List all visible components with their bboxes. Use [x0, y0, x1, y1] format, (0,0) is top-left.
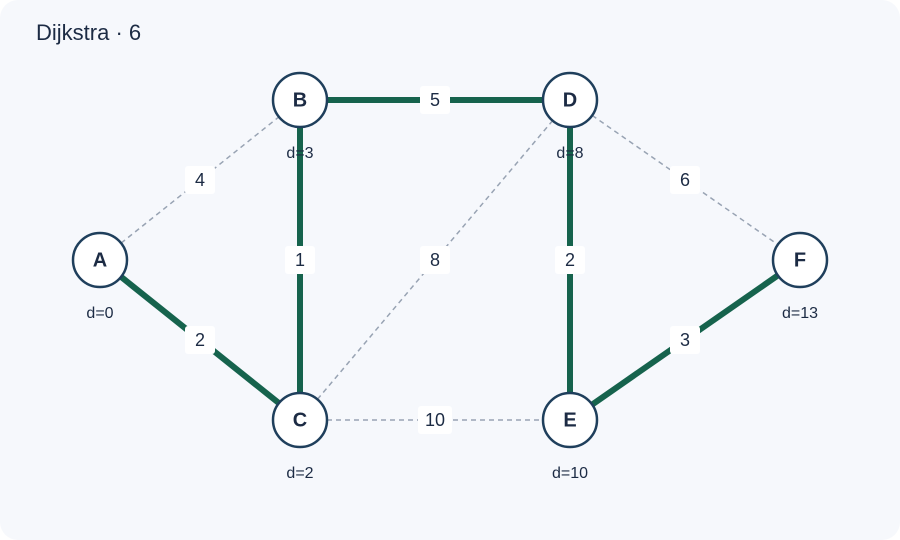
- node-circle: [271, 391, 329, 449]
- node-B: Bd=3: [271, 71, 329, 162]
- node-F: Fd=13: [771, 231, 829, 322]
- edge-weight-label-A-C: 2: [185, 326, 215, 354]
- node-label: B: [293, 89, 307, 111]
- edge-weight-box: [185, 326, 215, 354]
- edge-weight-text: 10: [425, 410, 445, 430]
- edge-weight-box: [670, 326, 700, 354]
- node-A: Ad=0: [71, 231, 129, 322]
- edge-weight-box: [555, 246, 585, 274]
- diagram-title: Dijkstra · 6: [36, 20, 142, 45]
- node-circle: [271, 71, 329, 129]
- node-label: E: [563, 409, 576, 431]
- node-label: A: [93, 249, 107, 271]
- edge-weight-label-D-F: 6: [670, 166, 700, 194]
- edge-weight-text: 6: [680, 170, 690, 190]
- edge-weight-label-A-B: 4: [185, 166, 215, 194]
- edge-weight-box: [420, 246, 450, 274]
- edge-weight-box: [185, 166, 215, 194]
- edge-weight-box: [670, 166, 700, 194]
- edge-labels-layer: 4 2 1 5 8 10 2 6 3: [185, 86, 700, 434]
- node-distance-label: d=0: [86, 305, 113, 322]
- node-label: F: [794, 249, 806, 271]
- edge-weight-label-B-D: 5: [420, 86, 450, 114]
- node-E: Ed=10: [541, 391, 599, 482]
- edge-weight-label-C-E: 10: [418, 406, 452, 434]
- edge-weight-box: [285, 246, 315, 274]
- node-C: Cd=2: [271, 391, 329, 482]
- edge-weight-label-E-F: 3: [670, 326, 700, 354]
- edge-weight-box: [420, 86, 450, 114]
- edge-weight-box: [418, 406, 452, 434]
- node-label: C: [293, 409, 307, 431]
- node-circle: [771, 231, 829, 289]
- node-distance-label: d=8: [556, 145, 583, 162]
- node-circle: [71, 231, 129, 289]
- edge-D-F: [569, 99, 801, 261]
- edge-weight-text: 2: [195, 330, 205, 350]
- node-distance-label: d=10: [552, 465, 588, 482]
- edge-weight-text: 2: [565, 250, 575, 270]
- node-distance-label: d=3: [286, 145, 313, 162]
- edge-weight-text: 4: [195, 170, 205, 190]
- node-circle: [541, 391, 599, 449]
- edge-weight-text: 8: [430, 250, 440, 270]
- edge-weight-text: 5: [430, 90, 440, 110]
- node-distance-label: d=13: [782, 305, 818, 322]
- edge-weight-label-D-E: 2: [555, 246, 585, 274]
- edge-weight-text: 3: [680, 330, 690, 350]
- nodes-layer: Ad=0 Bd=3Cd=2 Dd=8Ed=10 Fd=13: [71, 71, 829, 482]
- edge-weight-label-C-D: 8: [420, 246, 450, 274]
- node-circle: [541, 71, 599, 129]
- node-label: D: [563, 89, 577, 111]
- edge-weight-text: 1: [295, 250, 305, 270]
- node-D: Dd=8: [541, 71, 599, 162]
- node-distance-label: d=2: [286, 465, 313, 482]
- edge-weight-label-B-C: 1: [285, 246, 315, 274]
